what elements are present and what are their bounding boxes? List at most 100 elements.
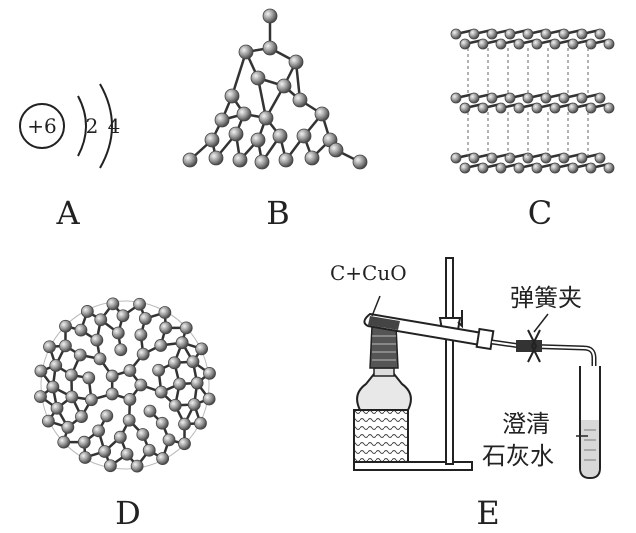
carbon-atom bbox=[531, 38, 543, 50]
carbon-atom bbox=[549, 162, 561, 174]
carbon-atom bbox=[522, 28, 534, 40]
carbon-atom bbox=[104, 459, 117, 473]
panel-label-e: E bbox=[476, 494, 499, 532]
carbon-atom bbox=[450, 28, 462, 40]
carbon-atom bbox=[78, 451, 92, 464]
carbon-atom bbox=[504, 28, 516, 40]
fullerene-outline bbox=[40, 300, 210, 470]
carbon-atom bbox=[46, 380, 60, 394]
carbon-atom bbox=[603, 102, 615, 114]
spring-clip-label: 弹簧夹 bbox=[510, 284, 582, 312]
carbon-atom bbox=[186, 355, 200, 369]
carbon-atom bbox=[238, 44, 254, 60]
carbon-atom bbox=[41, 414, 55, 428]
carbon-atom bbox=[314, 106, 330, 122]
carbon-atom bbox=[567, 38, 579, 50]
carbon-atom bbox=[98, 445, 112, 458]
carbon-atom bbox=[288, 54, 304, 70]
carbon-atom bbox=[134, 328, 148, 342]
panel-label-c: C bbox=[528, 194, 552, 232]
stand-base bbox=[353, 461, 473, 471]
carbon-atom bbox=[585, 162, 597, 174]
outer-shell-arc bbox=[99, 83, 113, 169]
carbon-atom bbox=[136, 347, 150, 361]
carbon-atom bbox=[168, 356, 181, 370]
carbon-atom bbox=[123, 393, 137, 406]
reactant-leader-line bbox=[371, 295, 381, 317]
carbon-atom bbox=[179, 321, 193, 335]
carbon-atom bbox=[450, 92, 462, 104]
carbon-atom bbox=[203, 366, 216, 380]
panel-label-b: B bbox=[266, 194, 290, 232]
carbon-atom bbox=[34, 390, 47, 404]
alcohol-lamp bbox=[356, 373, 412, 411]
limewater-label-line1: 澄清 bbox=[502, 410, 550, 438]
carbon-atom bbox=[75, 410, 88, 423]
carbon-atom bbox=[80, 305, 94, 318]
carbon-atom bbox=[105, 387, 119, 401]
carbon-atom bbox=[143, 404, 157, 418]
stopper bbox=[475, 327, 495, 351]
carbon-atom bbox=[486, 92, 498, 104]
carbon-atom bbox=[133, 297, 146, 311]
carbon-atom bbox=[122, 413, 136, 427]
carbon-atom bbox=[558, 28, 570, 40]
reactants-label: C+CuO bbox=[330, 261, 407, 285]
carbon-atom bbox=[208, 150, 224, 166]
carbon-atom bbox=[450, 152, 462, 164]
carbon-atom bbox=[138, 312, 152, 325]
carbon-atom bbox=[93, 352, 107, 366]
carbon-atom bbox=[477, 38, 489, 50]
carbon-atom bbox=[155, 416, 169, 430]
carbon-atom bbox=[236, 106, 252, 122]
carbon-atom bbox=[77, 435, 91, 449]
carbon-atom bbox=[477, 102, 489, 114]
carbon-atom bbox=[114, 343, 128, 357]
panel-e-apparatus: C+CuO 弹簧夹 澄清 石灰水 bbox=[330, 257, 601, 480]
carbon-atom bbox=[105, 369, 119, 383]
carbon-atom bbox=[100, 409, 114, 423]
panel-b-diamond-structure bbox=[182, 8, 368, 170]
carbon-atom bbox=[116, 309, 130, 323]
carbon-atom bbox=[262, 40, 278, 56]
carbon-atom bbox=[195, 342, 209, 356]
carbon-atom bbox=[34, 364, 48, 378]
panel-label-d: D bbox=[115, 494, 141, 532]
carbon-atom bbox=[194, 416, 207, 430]
carbon-atom bbox=[106, 297, 120, 311]
carbon-atom bbox=[111, 326, 125, 340]
carbon-atom bbox=[522, 152, 534, 164]
stand-rod bbox=[445, 257, 454, 465]
carbon-atom bbox=[187, 398, 201, 411]
nucleus-charge: +6 bbox=[27, 114, 56, 138]
carbon-atom bbox=[540, 28, 552, 40]
carbon-atom bbox=[495, 162, 507, 174]
carbon-atom bbox=[59, 339, 72, 353]
carbon-atom bbox=[585, 102, 597, 114]
carbon-atom bbox=[178, 417, 191, 431]
carbon-atom bbox=[594, 152, 606, 164]
outer-shell-electrons: 4 bbox=[108, 114, 121, 138]
panel-c-graphite-structure bbox=[450, 28, 615, 174]
carbon-atom bbox=[328, 142, 344, 158]
carbon-atom bbox=[94, 313, 108, 327]
carbon-atom bbox=[504, 152, 516, 164]
carbon-atom bbox=[504, 92, 516, 104]
carbon-atom bbox=[258, 110, 274, 126]
carbon-atom bbox=[567, 162, 579, 174]
carbon-atom bbox=[594, 28, 606, 40]
carbon-atom bbox=[123, 364, 137, 377]
carbon-atom bbox=[57, 435, 71, 449]
inner-shell-arc bbox=[77, 95, 87, 157]
carbon-atom bbox=[495, 38, 507, 50]
carbon-atom bbox=[513, 162, 525, 174]
carbon-atom bbox=[152, 363, 166, 377]
carbon-atom bbox=[224, 88, 240, 104]
carbon-atom bbox=[158, 306, 172, 319]
limewater-label-line2: 石灰水 bbox=[482, 442, 554, 470]
carbon-atom bbox=[468, 92, 480, 104]
carbon-atom bbox=[250, 132, 266, 148]
carbon-atom bbox=[549, 38, 561, 50]
carbon-atom bbox=[549, 102, 561, 114]
